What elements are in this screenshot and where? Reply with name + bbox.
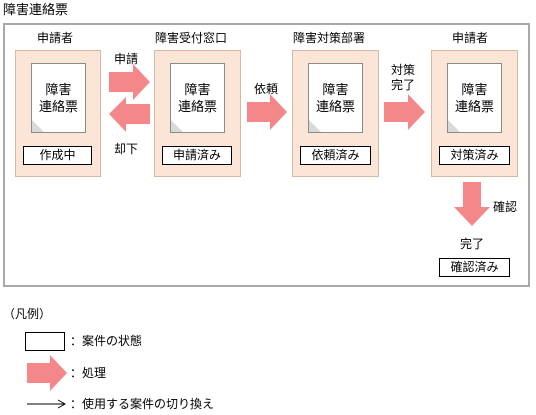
document-label-line2: 連絡票 (315, 100, 355, 115)
document-label-line2: 連絡票 (177, 100, 217, 115)
incident-report-document: 障害連絡票 (31, 63, 86, 133)
incident-report-document: 障害連絡票 (170, 63, 225, 133)
document-label-line2: 連絡票 (38, 100, 78, 115)
status-box-drafting: 作成中 (23, 146, 92, 165)
lane-heading-reception: 障害受付窓口 (155, 31, 228, 45)
document-label-line1: 障害 (461, 83, 488, 98)
lane-heading-applicant-2: 申請者 (452, 31, 489, 45)
diagram-title: 障害連絡票 (3, 3, 69, 18)
request-arrow-icon (247, 94, 287, 130)
apply-label: 申請 (114, 52, 139, 66)
legend-state-label: ：案件の状態 (70, 334, 143, 348)
document-label-line1: 障害 (322, 83, 349, 98)
legend-state-box (25, 332, 65, 351)
legend-process-label: ：処理 (70, 366, 107, 380)
lane-heading-countermeasure: 障害対策部署 (293, 31, 366, 45)
done-label-line1: 対策 (391, 63, 416, 77)
incident-report-document: 障害連絡票 (308, 63, 363, 133)
reject-arrow-icon (109, 97, 150, 132)
apply-arrow-icon (109, 64, 150, 100)
legend-title: （凡例） (3, 307, 52, 321)
incident-report-document: 障害連絡票 (447, 63, 502, 133)
document-label-line1: 障害 (45, 83, 72, 98)
confirm-label: 確認 (493, 200, 518, 214)
resolved-arrow-icon (384, 94, 425, 130)
confirm-arrow-icon (454, 182, 490, 226)
document-label-line2: 連絡票 (454, 100, 494, 115)
page-fold-icon (309, 120, 321, 132)
page-fold-icon (171, 120, 183, 132)
completed-heading: 完了 (460, 237, 485, 251)
status-box-confirmed: 確認済み (439, 258, 510, 277)
page-fold-icon (448, 120, 460, 132)
legend-switch-label: ：使用する案件の切り換え (70, 397, 215, 411)
page-fold-icon (32, 120, 44, 132)
legend-switch-arrowhead-icon (57, 399, 67, 409)
status-box-applied: 申請済み (162, 146, 232, 165)
reject-label: 却下 (114, 142, 139, 156)
request-label: 依頼 (254, 82, 279, 96)
done-label-line2: 完了 (391, 78, 416, 92)
document-label-line1: 障害 (184, 83, 211, 98)
diagram-frame (3, 23, 530, 287)
status-box-requested: 依頼済み (300, 146, 371, 165)
status-box-resolved: 対策済み (439, 146, 510, 165)
lane-heading-applicant-1: 申請者 (37, 31, 74, 45)
legend-process-arrow-icon (27, 355, 67, 391)
